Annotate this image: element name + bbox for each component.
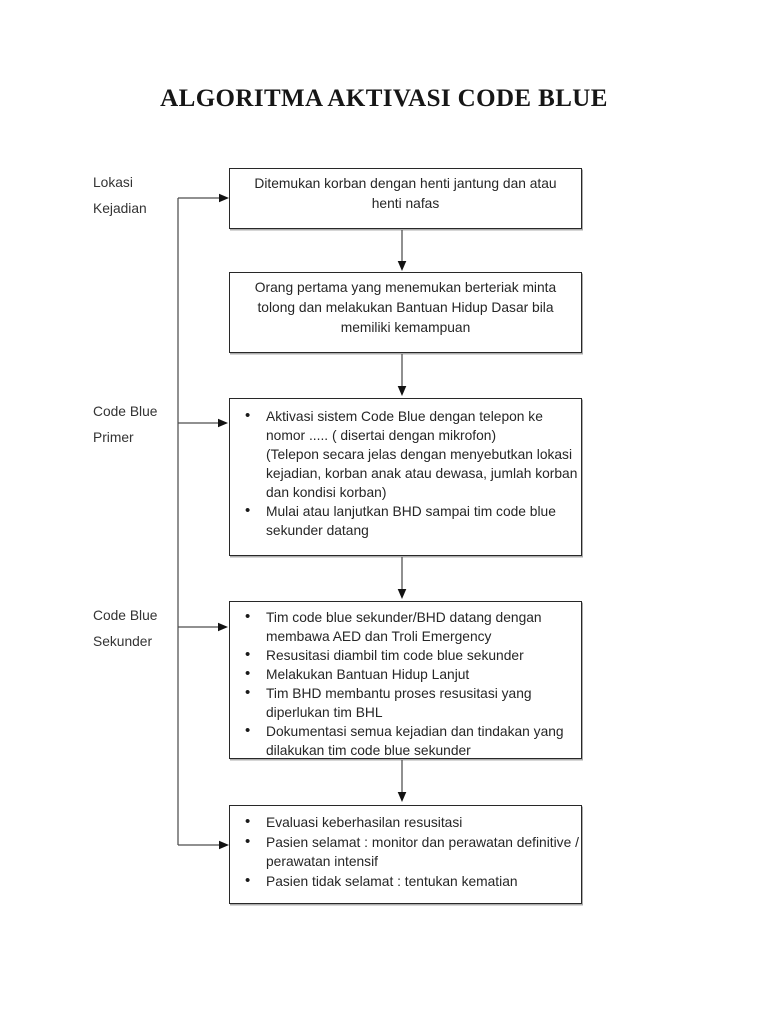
phase-label-line: Primer	[93, 430, 134, 445]
right-arrowhead-icon	[219, 840, 229, 850]
down-arrowhead-icon	[397, 261, 407, 271]
right-arrowhead-icon	[218, 622, 228, 632]
flow-box-first-responder: Orang pertama yang menemukan berteriak m…	[229, 272, 582, 353]
branch-arrow-box4	[178, 622, 228, 632]
page-title: ALGORITMA AKTIVASI CODE BLUE	[160, 85, 608, 112]
box-text: Orang pertama yang menemukan berteriak m…	[254, 280, 557, 335]
bullet-item: Dokumentasi semua kejadian dan tindakan …	[242, 721, 581, 760]
phase-label-code-blue-sekunder: Code Blue Sekunder	[93, 603, 157, 655]
phase-label-line: Sekunder	[93, 634, 153, 649]
flow-box-evaluasi: Evaluasi keberhasilan resusitasi Pasien …	[229, 805, 582, 904]
bullet-item: Aktivasi sistem Code Blue dengan telepon…	[242, 406, 581, 502]
branch-arrow-box3	[178, 418, 228, 428]
branch-arrow-box5	[178, 840, 229, 850]
phase-label-line: Lokasi	[93, 175, 133, 190]
flow-arrow-3-4	[397, 557, 407, 599]
bullet-item: Pasien tidak selamat : tentukan kematian	[242, 871, 581, 892]
right-arrowhead-icon	[219, 193, 229, 203]
flow-box-code-blue-sekunder: Tim code blue sekunder/BHD datang dengan…	[229, 601, 582, 759]
bullet-list: Tim code blue sekunder/BHD datang dengan…	[230, 602, 581, 760]
flow-arrow-2-3	[397, 354, 407, 396]
down-arrowhead-icon	[397, 386, 407, 396]
bullet-list: Evaluasi keberhasilan resusitasi Pasien …	[230, 806, 581, 891]
bullet-item: Tim BHD membantu proses resusitasi yang …	[242, 683, 581, 722]
phase-label-line: Code Blue	[93, 404, 158, 419]
phase-label-line: Kejadian	[93, 201, 147, 216]
bullet-item: Resusitasi diambil tim code blue sekunde…	[242, 645, 581, 665]
phase-label-lokasi-kejadian: Lokasi Kejadian	[93, 170, 147, 222]
flow-arrow-1-2	[397, 230, 407, 271]
branch-arrow-box1	[178, 193, 229, 203]
flow-box-victim-found: Ditemukan korban dengan henti jantung da…	[229, 168, 582, 229]
flow-arrow-4-5	[397, 760, 407, 802]
flow-box-code-blue-primer: Aktivasi sistem Code Blue dengan telepon…	[229, 398, 582, 556]
bullet-item: Tim code blue sekunder/BHD datang dengan…	[242, 607, 581, 646]
down-arrowhead-icon	[397, 589, 407, 599]
down-arrowhead-icon	[397, 792, 407, 802]
bullet-item: Evaluasi keberhasilan resusitasi	[242, 812, 581, 833]
bullet-item: Melakukan Bantuan Hidup Lanjut	[242, 664, 581, 684]
phase-label-code-blue-primer: Code Blue Primer	[93, 399, 157, 451]
bullet-item: Pasien selamat : monitor dan perawatan d…	[242, 832, 581, 872]
box-text: Ditemukan korban dengan henti jantung da…	[254, 176, 557, 211]
bullet-item: Mulai atau lanjutkan BHD sampai tim code…	[242, 501, 581, 540]
right-arrowhead-icon	[218, 418, 228, 428]
bullet-list: Aktivasi sistem Code Blue dengan telepon…	[230, 399, 581, 540]
phase-label-line: Code Blue	[93, 608, 158, 623]
